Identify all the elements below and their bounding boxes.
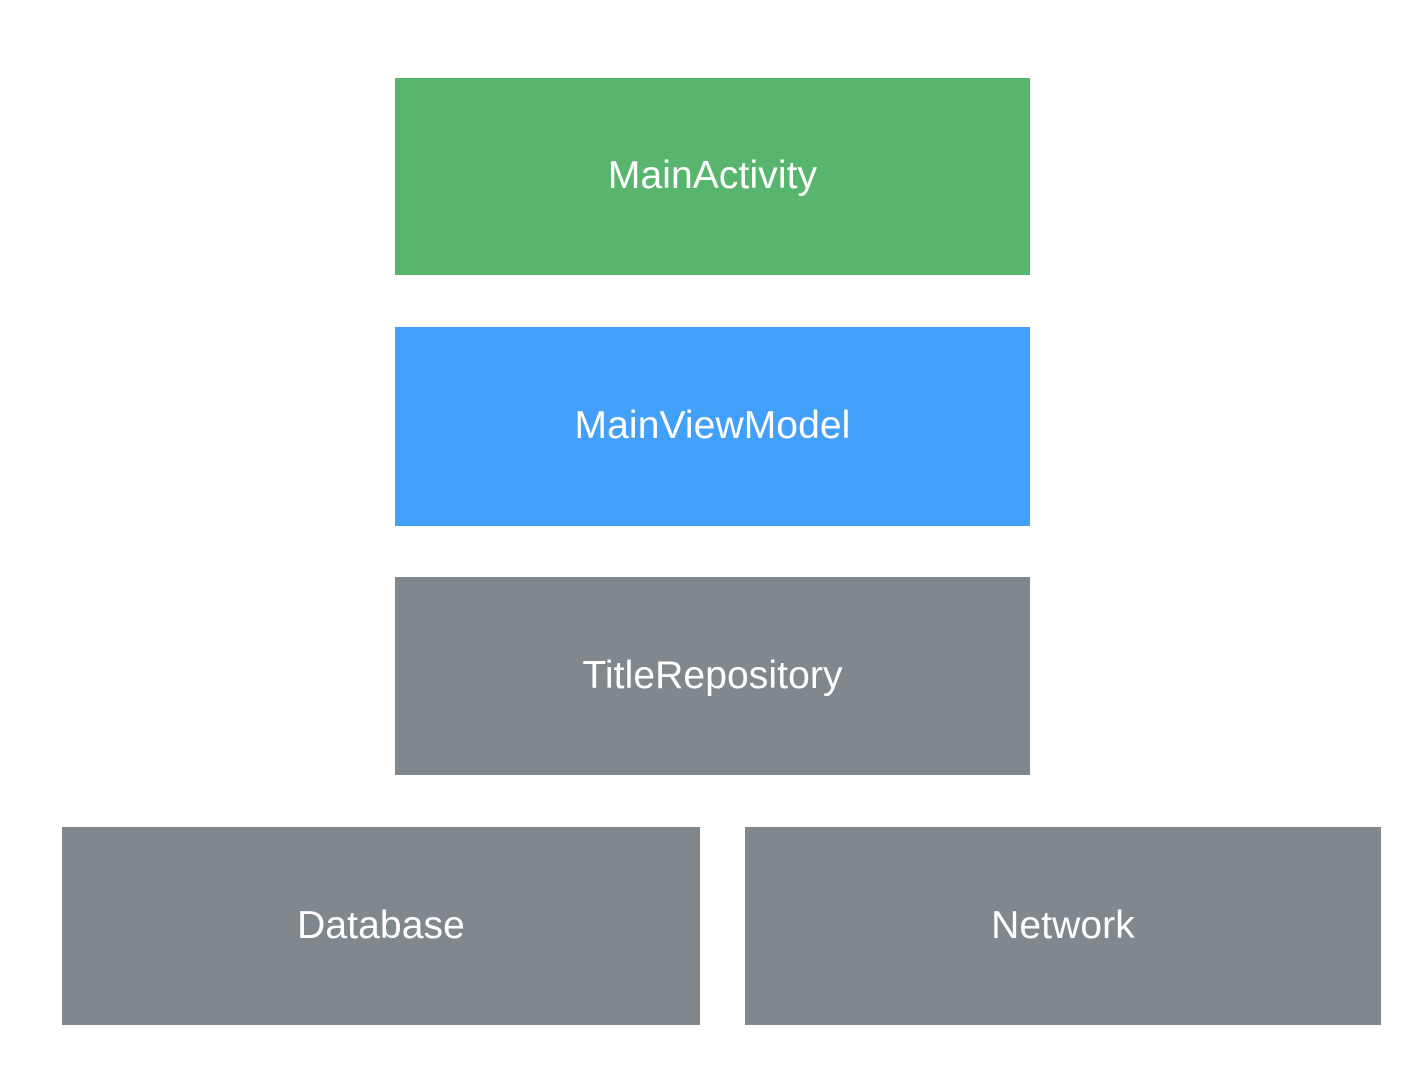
diagram-node-title-repository[interactable]: TitleRepository (395, 577, 1030, 775)
diagram-node-label: TitleRepository (582, 653, 843, 697)
diagram-node-label: MainActivity (607, 154, 818, 197)
diagram-node-main-activity[interactable]: MainActivity (395, 78, 1030, 275)
diagram-node-database[interactable]: Database (62, 827, 700, 1025)
diagram-node-label: Database (297, 903, 465, 947)
diagram-node-label: Network (991, 903, 1135, 947)
diagram-node-network[interactable]: Network (745, 827, 1381, 1025)
diagram-node-main-view-model[interactable]: MainViewModel (395, 327, 1030, 526)
diagram-node-label: MainViewModel (574, 404, 851, 447)
